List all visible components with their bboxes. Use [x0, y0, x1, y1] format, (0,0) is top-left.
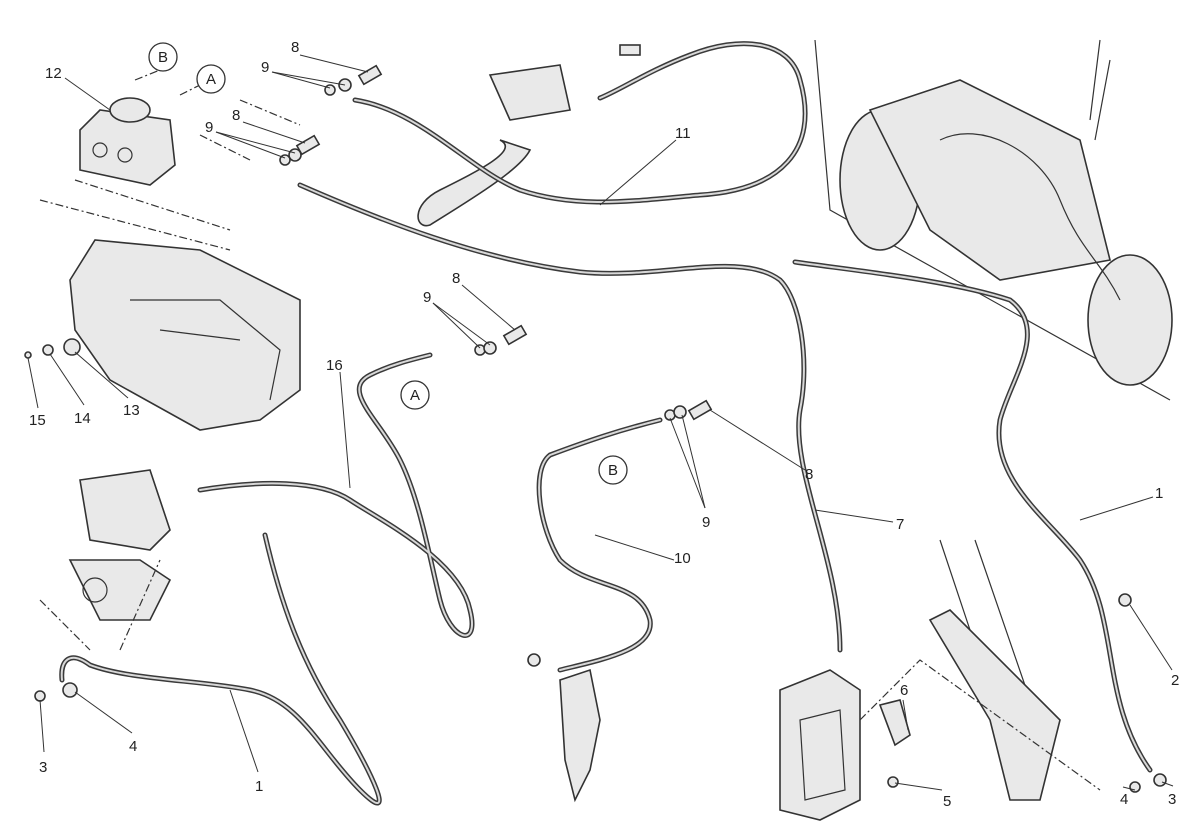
reference-b-circle — [598, 455, 628, 485]
callout-5: 5 — [943, 793, 951, 810]
callout-8: 8 — [452, 270, 460, 287]
callout-14: 14 — [74, 410, 91, 427]
brake-hoses — [59, 41, 1153, 806]
abs-sensor-cable-front — [792, 259, 1153, 773]
fittings — [34, 44, 1167, 793]
sensor-bracket — [878, 699, 911, 747]
grommet — [63, 338, 81, 356]
leader-lines — [27, 54, 1174, 791]
callout-2: 2 — [1171, 672, 1179, 689]
cable-clip — [1118, 593, 1132, 607]
rear-wheel — [1087, 254, 1173, 386]
callouts: 12 B A 8 9 8 9 11 8 9 A 16 15 14 13 B 8 … — [29, 39, 1179, 810]
callout-8: 8 — [805, 466, 813, 483]
callout-10: 10 — [674, 550, 691, 567]
callout-a: A — [410, 387, 420, 404]
rear-caliper — [68, 469, 172, 621]
callout-3: 3 — [1168, 791, 1176, 808]
callout-16: 16 — [326, 357, 343, 374]
front-master-cylinder — [417, 64, 571, 227]
abs-sensor-cable-rear — [59, 532, 382, 806]
callout-6: 6 — [900, 682, 908, 699]
callout-13: 13 — [123, 402, 140, 419]
callout-1: 1 — [1155, 485, 1163, 502]
callout-8: 8 — [232, 107, 240, 124]
callout-8: 8 — [291, 39, 299, 56]
hose-10 — [536, 417, 663, 673]
motorcycle-inset — [814, 39, 1173, 401]
hose-16 — [197, 352, 475, 638]
callout-4: 4 — [129, 738, 137, 755]
reference-b-circle — [148, 42, 178, 72]
callout-9: 9 — [261, 59, 269, 76]
callout-4: 4 — [1120, 791, 1128, 808]
callout-1: 1 — [255, 778, 263, 795]
callout-11: 11 — [675, 125, 691, 142]
abs-unit — [79, 97, 176, 186]
callout-3: 3 — [39, 759, 47, 776]
rear-master-cylinder — [527, 653, 601, 803]
callout-7: 7 — [896, 516, 904, 533]
callout-b: B — [608, 462, 618, 479]
hose-7 — [297, 182, 843, 653]
motorcycle-body — [868, 79, 1111, 281]
abs-bracket — [24, 239, 301, 431]
front-caliper — [779, 669, 861, 821]
callout-9: 9 — [423, 289, 431, 306]
callout-12: 12 — [45, 65, 62, 82]
callout-b: B — [158, 49, 168, 66]
callout-a: A — [206, 71, 216, 88]
callout-9: 9 — [205, 119, 213, 136]
reference-a-circle — [196, 64, 226, 94]
reference-a-circle — [400, 380, 430, 410]
callout-9: 9 — [702, 514, 710, 531]
hose-11 — [352, 41, 808, 205]
callout-15: 15 — [29, 412, 46, 429]
front-fork — [928, 539, 1061, 801]
